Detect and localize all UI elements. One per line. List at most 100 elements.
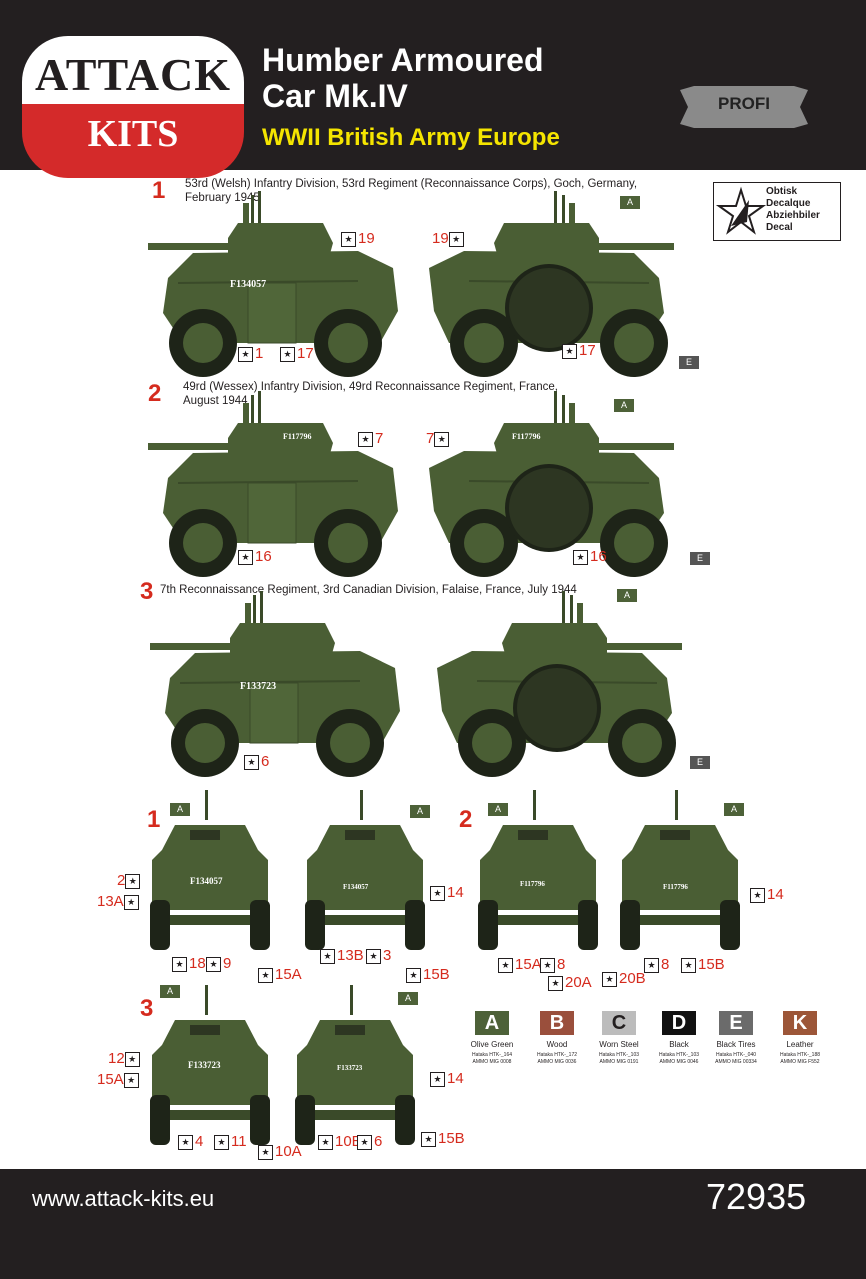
decal-ref: 7★ — [426, 430, 451, 447]
decal-ref: ★13B — [320, 947, 364, 964]
decal-ref: ★6 — [244, 753, 269, 770]
decal-star-icon: ★ — [172, 956, 187, 972]
vehicle-side-right-1 — [428, 190, 675, 378]
decal-ref: ★3 — [366, 947, 391, 964]
vehicle-side-left-2 — [147, 390, 399, 578]
footer-bar — [0, 1169, 866, 1279]
decal-star-icon: ★ — [448, 231, 464, 247]
paint-tag-e: E — [679, 356, 699, 369]
paint-tag-a: A — [620, 196, 640, 209]
decal-ref: 2★ — [117, 872, 142, 889]
vehicle-serial: F133723 — [188, 1060, 221, 1070]
vehicle-serial: F117796 — [520, 880, 545, 888]
decal-ref: ★15B — [406, 966, 450, 983]
scheme-caption: 49rd (Wessex) Infantry Division, 49rd Re… — [183, 381, 558, 407]
decal-star-icon: ★ — [430, 1071, 445, 1087]
paint-tag-a: A — [488, 803, 508, 816]
page-subtitle: WWII British Army Europe — [262, 124, 560, 151]
decal-ref: ★4 — [178, 1133, 203, 1150]
decal-star-icon: ★ — [214, 1134, 229, 1150]
paint-tag-a: A — [724, 803, 744, 816]
decal-ref: ★10B — [318, 1133, 362, 1150]
decal-star-icon: ★ — [258, 967, 273, 983]
decal-ref: 12★ — [108, 1050, 142, 1067]
decal-star-icon: ★ — [206, 956, 221, 972]
decal-star-icon: ★ — [238, 346, 253, 362]
decal-star-icon: ★ — [244, 754, 259, 770]
vehicle-serial: F117796 — [663, 883, 688, 891]
decal-star-icon — [715, 186, 767, 235]
decal-ref: ★8 — [644, 956, 669, 973]
decal-ref: ★16 — [238, 548, 272, 565]
decal-star-icon: ★ — [644, 957, 659, 973]
kit-code: 72935 — [706, 1176, 807, 1217]
decal-ref: ★18 — [172, 955, 206, 972]
vehicle-serial: F134057 — [230, 279, 267, 290]
decal-ref: ★20B — [602, 970, 646, 987]
scheme-number: 2 — [148, 380, 162, 407]
decal-ref: ★15A — [498, 956, 542, 973]
paint-tag-e: E — [690, 552, 710, 565]
decal-ref: ★15B — [421, 1130, 465, 1147]
decal-star-icon: ★ — [750, 887, 765, 903]
decal-star-icon: ★ — [498, 957, 513, 973]
decal-star-icon: ★ — [341, 231, 356, 247]
decal-star-icon: ★ — [238, 549, 253, 565]
vehicle-serial: F133723 — [337, 1064, 363, 1072]
decal-star-icon: ★ — [258, 1144, 273, 1160]
decal-ref: ★7 — [358, 430, 383, 447]
decal-star-icon: ★ — [548, 975, 563, 991]
paint-tag-e: E — [690, 756, 710, 769]
decal-ref: ★10A — [258, 1143, 302, 1160]
decal-ref: ★16 — [573, 548, 607, 565]
decal-ref: 13A★ — [97, 893, 141, 910]
decal-ref: ★8 — [540, 956, 565, 973]
page-title: Humber Armoured Car Mk.IV — [262, 42, 544, 114]
decal-star-icon: ★ — [366, 948, 381, 964]
vehicle-serial: F117796 — [283, 432, 312, 441]
scheme-caption: 53rd (Welsh) Infantry Division, 53rd Reg… — [185, 178, 638, 204]
vehicle-rear-2 — [620, 790, 740, 950]
decal-star-icon: ★ — [540, 957, 555, 973]
profi-ribbon-icon — [680, 86, 808, 128]
paint-tag-a: A — [617, 589, 637, 602]
decal-star-icon: ★ — [358, 431, 373, 447]
scheme-number: 1 — [152, 177, 166, 204]
decal-star-icon: ★ — [430, 885, 445, 901]
attack-kits-logo: ATTACK KITS — [22, 36, 244, 178]
decal-ref: ★14 — [430, 884, 464, 901]
scheme-caption: 7th Reconnaissance Regiment, 3rd Canadia… — [160, 584, 577, 596]
decal-ref: ★14 — [430, 1070, 464, 1087]
vehicle-serial: F134057 — [343, 883, 369, 891]
decal-ref: 19★ — [432, 230, 466, 247]
paint-tag-a: A — [170, 803, 190, 816]
decal-star-icon: ★ — [178, 1134, 193, 1150]
decal-ref: ★15B — [681, 956, 725, 973]
scheme-number: 1 — [147, 806, 161, 833]
decal-star-icon: ★ — [434, 431, 450, 447]
decal-ref: ★14 — [750, 886, 784, 903]
decal-star-icon: ★ — [124, 1051, 140, 1067]
decal-ref: 15A★ — [97, 1071, 141, 1088]
logo-bottom-text: KITS — [87, 113, 179, 155]
profi-badge: PROFI — [680, 86, 808, 128]
decal-star-icon: ★ — [318, 1134, 333, 1150]
decal-star-icon: ★ — [406, 967, 421, 983]
decal-ref: ★17 — [562, 342, 596, 359]
paint-tag-a: A — [614, 399, 634, 412]
scheme-number: 3 — [140, 578, 154, 605]
decal-star-icon: ★ — [125, 873, 141, 889]
logo-top-text: ATTACK — [35, 49, 231, 100]
paint-tag-a: A — [410, 805, 430, 818]
website-url[interactable]: www.attack-kits.eu — [32, 1186, 215, 1211]
decal-star-icon: ★ — [421, 1131, 436, 1147]
decal-star-icon: ★ — [562, 343, 577, 359]
decal-ref: ★11 — [214, 1133, 247, 1150]
vehicle-side-left-1 — [147, 190, 399, 378]
